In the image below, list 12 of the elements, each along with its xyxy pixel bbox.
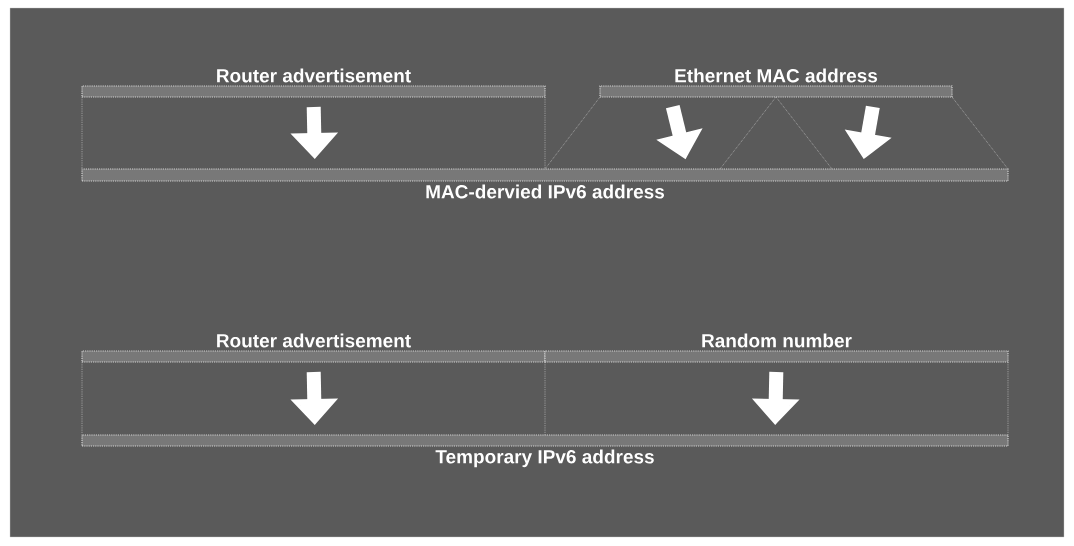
node-label: Router advertisement: [217, 68, 411, 83]
bit-bar: Temporary IPv6 address: [81, 434, 1009, 468]
bit-bar: Router advertisement: [81, 333, 546, 363]
bit-bar: MAC-dervied IPv6 address: [81, 168, 1009, 199]
bit-bar: Ethernet MAC address: [599, 68, 953, 98]
node-label: Ethernet MAC address: [675, 68, 878, 83]
bit-bar: Random number: [544, 333, 1009, 363]
node-label: Random number: [702, 333, 852, 348]
node-label: Router advertisement: [217, 333, 411, 348]
bit-bar: Router advertisement: [81, 68, 546, 98]
node-label: Temporary IPv6 address: [435, 449, 654, 468]
node-label: MAC-dervied IPv6 address: [426, 184, 665, 199]
